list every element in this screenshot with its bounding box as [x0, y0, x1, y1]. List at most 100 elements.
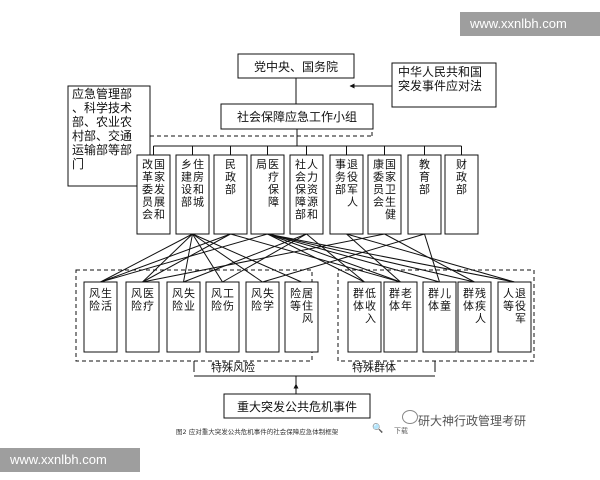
dept-box-0 [136, 154, 171, 235]
svg-text:活: 活 [101, 300, 112, 313]
svg-text:家: 家 [154, 170, 165, 184]
svg-text:收: 收 [365, 299, 376, 313]
group-box-3 [457, 281, 492, 353]
connection-22 [262, 233, 425, 283]
svg-text:会: 会 [142, 208, 153, 221]
group-box-0 [347, 281, 382, 353]
svg-text:部: 部 [335, 182, 346, 196]
svg-text:退: 退 [347, 158, 358, 171]
svg-text:和: 和 [307, 208, 318, 221]
group-box-2 [422, 281, 457, 353]
group-box [220, 103, 374, 130]
svg-text:和: 和 [193, 183, 204, 196]
svg-text:生: 生 [385, 195, 396, 209]
dept-box-2 [213, 154, 248, 235]
svg-text:失: 失 [184, 287, 195, 300]
svg-text:房: 房 [193, 171, 204, 184]
svg-text:保: 保 [295, 182, 306, 196]
svg-text:展: 展 [154, 196, 165, 209]
svg-text:人: 人 [503, 287, 514, 300]
svg-text:低: 低 [365, 287, 376, 300]
svg-text:源: 源 [307, 195, 318, 209]
svg-text:村部、交通: 村部、交通 [72, 128, 132, 143]
svg-text:疾: 疾 [475, 299, 486, 313]
svg-text:委: 委 [373, 171, 384, 184]
svg-text:医: 医 [268, 158, 279, 171]
connection-18 [346, 233, 401, 283]
svg-text:委: 委 [142, 183, 153, 196]
svg-text:儿: 儿 [440, 287, 451, 300]
svg-text:生: 生 [101, 286, 112, 300]
svg-text:险: 险 [131, 299, 142, 313]
svg-text:设: 设 [181, 183, 192, 196]
svg-text:局: 局 [256, 158, 267, 171]
dept-box-6 [367, 154, 402, 235]
svg-text:保: 保 [268, 182, 279, 196]
connection-17 [306, 233, 365, 283]
dept-box-4 [289, 154, 324, 235]
svg-text:教: 教 [419, 158, 430, 171]
svg-text:卫: 卫 [385, 183, 396, 196]
connection-14 [267, 233, 515, 283]
event-label: 重大突发公共危机事件 [237, 399, 357, 414]
risk-category-label: 特殊风险 [211, 360, 255, 374]
svg-text:会: 会 [295, 171, 306, 184]
connection-9 [100, 233, 268, 283]
watermark-top: www.xxnlbh.com [460, 12, 600, 36]
watermark-bottom: www.xxnlbh.com [0, 448, 140, 472]
svg-text:体: 体 [389, 299, 400, 313]
svg-text:人: 人 [347, 196, 358, 209]
svg-text:障: 障 [295, 195, 306, 209]
svg-text:部、农业农: 部、农业农 [72, 114, 132, 129]
svg-text:群: 群 [428, 286, 439, 300]
svg-text:人: 人 [307, 158, 318, 171]
top-label: 党中央、国务院 [254, 59, 338, 74]
svg-text:部: 部 [456, 182, 467, 196]
connection-10 [267, 233, 365, 283]
connection-21 [384, 233, 475, 283]
svg-text:国: 国 [154, 158, 165, 171]
wechat-icon [402, 410, 418, 424]
risk-box-1 [125, 281, 160, 353]
dept-box-8 [444, 154, 479, 235]
connection-12 [267, 233, 440, 283]
svg-text:应急管理部: 应急管理部 [72, 86, 132, 101]
svg-text:国: 国 [385, 158, 396, 171]
svg-text:乡: 乡 [181, 158, 192, 171]
svg-text:改: 改 [142, 157, 153, 171]
svg-text:社: 社 [295, 157, 306, 171]
svg-text:健: 健 [385, 208, 396, 221]
connection-7 [142, 233, 231, 283]
top-box [237, 53, 355, 79]
connection-3 [192, 233, 223, 283]
dept-box-5 [329, 154, 364, 235]
group-category-label: 特殊群体 [352, 360, 396, 374]
svg-text:部: 部 [225, 182, 236, 196]
connection-13 [267, 233, 475, 283]
svg-text:风: 风 [131, 287, 142, 300]
svg-text:疗: 疗 [143, 299, 154, 313]
svg-text:民: 民 [225, 158, 236, 171]
event-box [223, 393, 371, 419]
svg-text:力: 力 [307, 171, 318, 184]
svg-text:发: 发 [154, 182, 165, 196]
connection-11 [267, 233, 401, 283]
svg-text:伤: 伤 [223, 300, 234, 313]
svg-text:员: 员 [373, 183, 384, 196]
svg-text:体: 体 [463, 299, 474, 313]
svg-text:门: 门 [72, 156, 84, 171]
svg-text:人: 人 [475, 312, 486, 325]
svg-text:险: 险 [211, 299, 222, 313]
download-link[interactable]: 下载 [394, 427, 408, 435]
svg-text:体: 体 [353, 299, 364, 313]
connection-0 [100, 233, 193, 283]
